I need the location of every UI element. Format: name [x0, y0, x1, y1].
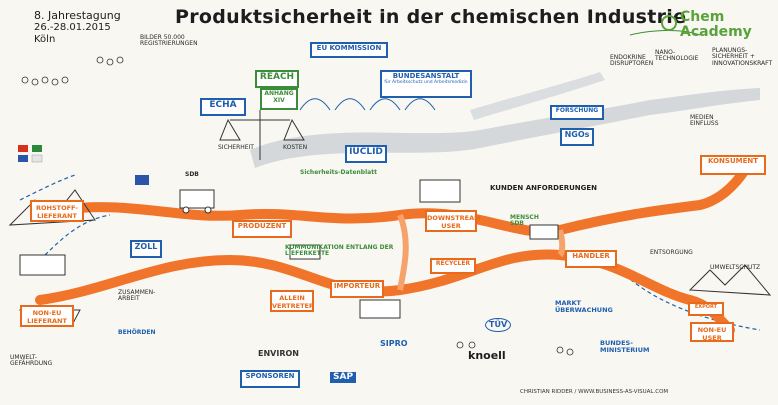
- event-dates: 26.-28.01.2015: [34, 22, 111, 33]
- node-konsument: KONSUMENT: [700, 155, 766, 175]
- label-kunden-anforderungen: KUNDEN ANFORDERUNGEN: [490, 184, 598, 192]
- node-export: EXPORT: [688, 302, 724, 316]
- sponsor-knoell: knoell: [468, 349, 506, 362]
- label-kommunikation: KOMMUNIKATION ENTLANG DER LIEFERKETTE: [285, 244, 394, 258]
- logo-line1: Chem: [680, 9, 725, 25]
- node-produzent: PRODUZENT: [232, 220, 292, 238]
- bundesanstalt-title: BUNDESANSTALT: [392, 72, 460, 80]
- label-medien-einfluss: MEDIEN EINFLUSS: [690, 114, 719, 128]
- box-bundesanstalt: BUNDESANSTALT für Arbeitsschutz und Arbe…: [380, 70, 472, 98]
- sponsor-tuev: TÜV: [485, 318, 512, 333]
- label-sicherheit: SICHERHEIT: [218, 144, 254, 151]
- event-edition: 8. Jahrestagung: [34, 9, 121, 22]
- label-umwelt-gefaehrdung: UMWELT-GEFÄHRDUNG: [10, 354, 53, 368]
- box-reach: REACH: [255, 70, 299, 88]
- label-markt-ueberwachung: MARKT ÜBERWACHUNG: [555, 299, 613, 314]
- bundesanstalt-sub: für Arbeitsschutz und Arbeitsmedizin: [384, 80, 468, 85]
- chem-academy-logo-icon: [661, 15, 677, 31]
- label-kosten: KOSTEN: [283, 144, 308, 151]
- event-city: Köln: [34, 34, 56, 45]
- label-behoerden: BEHÖRDEN: [118, 329, 156, 336]
- node-allein-vertreter: ALLEIN VERTRETER: [270, 290, 314, 312]
- box-zoll: ZOLL: [130, 240, 162, 258]
- label-nano: NANO-TECHNOLOGIE: [655, 49, 699, 63]
- label-bundesministerium: BUNDES-MINISTERIUM: [600, 339, 650, 354]
- logo-line2: Academy: [680, 24, 752, 40]
- node-recycler: RECYCLER: [430, 258, 476, 274]
- sponsor-sap: SAP: [330, 372, 357, 384]
- label-umweltschutz: UMWELTSCHUTZ: [710, 264, 761, 271]
- page-title: Produktsicherheit in der chemischen Indu…: [175, 6, 687, 28]
- node-importeur: IMPORTEUR: [330, 280, 384, 298]
- label-zusammenarbeit: ZUSAMMEN-ARBEIT: [118, 289, 156, 303]
- supply-chain-flow-lower: [35, 249, 735, 335]
- box-forschung: FORSCHUNG: [550, 105, 604, 120]
- sponsor-sipro: SIPRO: [380, 339, 408, 348]
- node-rohstoff-lieferant: ROHSTOFF-LIEFERANT: [30, 200, 84, 222]
- label-entsorgung: ENTSORGUNG: [650, 249, 693, 256]
- label-bilder: BILDER 50.000 REGISTRIERUNGEN: [140, 34, 198, 48]
- label-planung: PLANUNGS-SICHERHEIT + INNOVATIONSKRAFT: [712, 47, 773, 67]
- node-non-eu-lieferant: NON-EU LIEFERANT: [20, 305, 74, 327]
- box-ngos: NGOs: [560, 128, 594, 146]
- box-iuclid: IUCLID: [345, 145, 387, 163]
- sponsor-environ: ENVIRON: [258, 349, 299, 358]
- box-anhang-xiv: ANHANG XIV: [260, 88, 298, 110]
- label-sicherheitsdatenblatt: Sicherheits-Datenblatt: [300, 169, 377, 176]
- box-sponsoren: SPONSOREN: [240, 370, 300, 388]
- box-echa: ECHA: [200, 98, 246, 116]
- label-endokrine: ENDOKRINE DISRUPTOREN: [610, 54, 654, 68]
- credit-line: CHRISTIAN RIDDER / WWW.BUSINESS-AS-VISUA…: [520, 389, 669, 395]
- label-mensch-sdb: MENSCH SDB: [510, 214, 539, 228]
- label-sdb: SDB: [185, 171, 199, 178]
- box-eu-kommission: EU KOMMISSION: [310, 42, 388, 58]
- node-non-eu-user: NON-EU USER: [690, 322, 734, 342]
- node-haendler: HÄNDLER: [565, 250, 617, 268]
- node-downstream-user: DOWNSTREAM USER: [425, 210, 481, 232]
